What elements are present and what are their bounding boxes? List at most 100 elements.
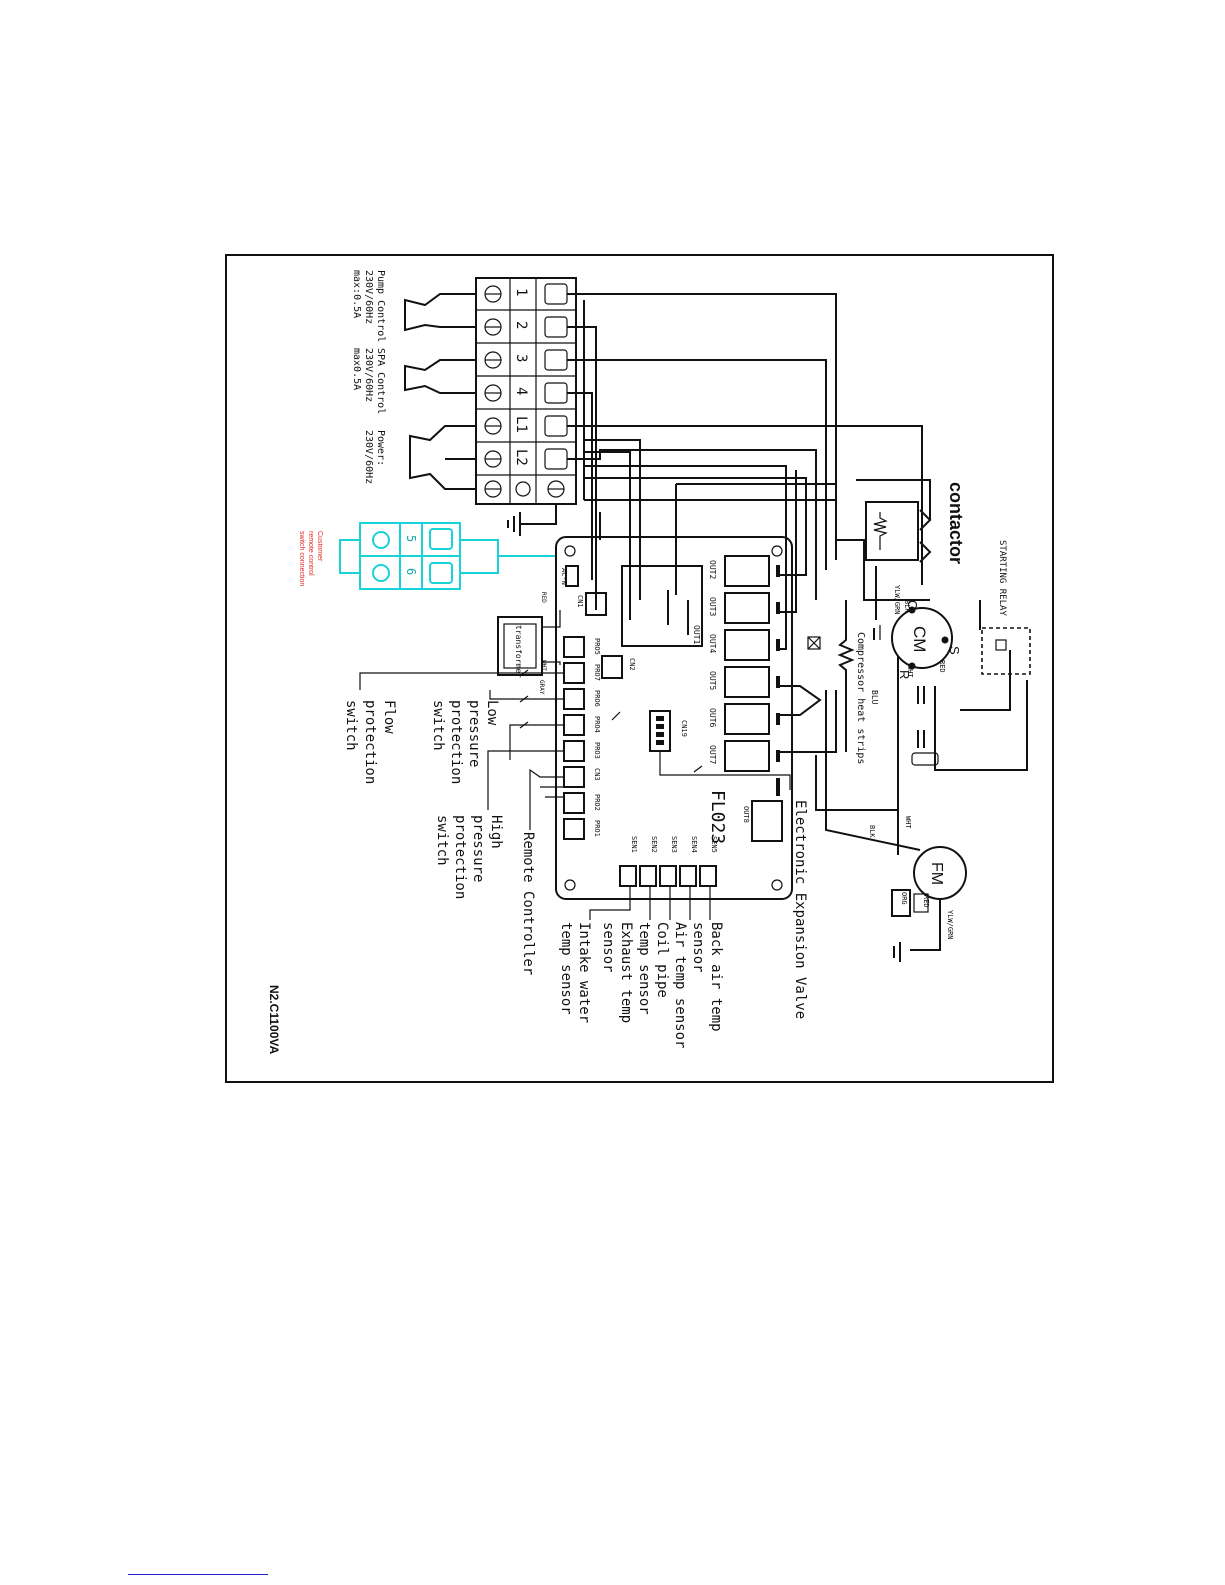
svg-text:OUT7: OUT7 [708, 745, 717, 764]
label-high-pressure-switch: High pressure protection switch [434, 815, 504, 899]
svg-text:YLW/GRN: YLW/GRN [893, 585, 901, 615]
cn19-connector: CN19 [649, 710, 791, 790]
svg-text:Customer: Customer [316, 531, 323, 562]
out8-relay: OUT8 [742, 778, 783, 842]
svg-text:High: High [488, 815, 504, 849]
svg-text:OUT4: OUT4 [708, 634, 717, 653]
svg-text:pressure: pressure [466, 700, 482, 767]
svg-text:AC-N: AC-N [560, 568, 568, 585]
svg-text:CM: CM [910, 626, 929, 652]
svg-text:pressure: pressure [470, 815, 486, 882]
svg-text:FM: FM [928, 862, 945, 885]
pro-ports: PRO5 PRO7 PRO6 PRO4 PRO3 CN3 PRO2 PRO1 [563, 636, 601, 840]
svg-text:OUT3: OUT3 [708, 597, 717, 616]
wiring [567, 293, 1028, 855]
remote-switch-note: Customer remote control switch connectio… [298, 531, 323, 586]
svg-text:Pump Control: Pump Control [375, 270, 386, 342]
svg-text:Back air temp: Back air temp [708, 922, 724, 1032]
label-remote-controller: Remote Controller [520, 832, 536, 975]
svg-text:SEN5: SEN5 [710, 836, 718, 853]
terminal-label-l2: L2 [513, 449, 529, 466]
label-intake-water-temp-sensor: Intake water temp sensor [558, 922, 592, 1023]
svg-text:STARTING RELAY: STARTING RELAY [997, 540, 1007, 616]
svg-text:remote control: remote control [307, 531, 314, 576]
capacitors [911, 686, 939, 766]
svg-text:transformer: transformer [514, 625, 523, 678]
svg-text:R: R [897, 670, 912, 679]
svg-text:YLW/GRN: YLW/GRN [946, 910, 954, 940]
external-cables [404, 293, 476, 490]
footnote-separator [128, 1574, 268, 1575]
svg-text:230V/60Hz: 230V/60Hz [363, 430, 374, 484]
svg-text:RED: RED [922, 895, 930, 908]
svg-text:BLK: BLK [868, 825, 876, 838]
svg-text:OUT6: OUT6 [708, 708, 717, 727]
terminal-label-l1: L1 [513, 416, 529, 433]
svg-text:sensor: sensor [690, 922, 706, 973]
svg-text:Coil pipe: Coil pipe [654, 922, 670, 998]
svg-text:SPA Control: SPA Control [375, 348, 386, 414]
sensor-ports: SEN1 SEN2 SEN3 SEN4 SEN5 [619, 836, 718, 887]
svg-text:Flow: Flow [381, 700, 397, 734]
wire-color-labels: BLK YLW/GRN RED BLU WHT BLK WHT ORG RED … [538, 585, 954, 940]
terminal-label-3: 3 [513, 354, 529, 362]
acn-connector: AC-N [560, 565, 579, 587]
svg-text:temp sensor: temp sensor [636, 922, 652, 1015]
svg-text:230V/60Hz: 230V/60Hz [363, 348, 374, 402]
svg-text:Low: Low [484, 700, 500, 726]
out1-block: OUT1 [621, 565, 703, 647]
svg-text:switch: switch [343, 700, 359, 751]
pump-control-label: Pump Control 230V/60Hz max:0.5A [351, 270, 386, 342]
label-air-temp-sensor: Air temp sensor [672, 922, 688, 1048]
svg-text:CN19: CN19 [680, 720, 688, 737]
svg-text:PRO6: PRO6 [593, 690, 601, 707]
svg-text:230V/60Hz: 230V/60Hz [363, 270, 374, 324]
svg-text:SEN2: SEN2 [650, 836, 658, 853]
label-exhaust-temp-sensor: Exhaust temp sensor [600, 922, 634, 1023]
svg-text:OUT8: OUT8 [742, 806, 750, 823]
svg-text:protection: protection [452, 815, 468, 899]
diagram-frame [225, 254, 1054, 1083]
svg-text:CN2: CN2 [628, 658, 636, 671]
label-compressor-heat-strips: Compressor heat strips [855, 632, 866, 764]
compressor: CM C S R [873, 600, 962, 679]
terminal-label-4: 4 [513, 387, 529, 395]
svg-text:PRO2: PRO2 [593, 794, 601, 811]
svg-text:S: S [947, 646, 962, 655]
svg-text:PRO5: PRO5 [593, 638, 601, 655]
control-board: OUT2 OUT3 OUT4 OUT5 OUT6 OUT7 OUT8 FL023… [555, 536, 793, 900]
svg-text:C: C [905, 600, 920, 609]
protection-wires [359, 669, 711, 920]
contactor: contactor [865, 482, 966, 564]
svg-text:OUT5: OUT5 [708, 671, 717, 690]
label-coil-pipe-temp-sensor: Coil pipe temp sensor [636, 922, 670, 1015]
svg-text:switch: switch [430, 700, 446, 751]
output-relays: OUT2 OUT3 OUT4 OUT5 OUT6 OUT7 [708, 555, 780, 772]
svg-text:protection: protection [448, 700, 464, 784]
svg-text:temp sensor: temp sensor [558, 922, 574, 1015]
label-back-air-temp-sensor: Back air temp sensor [690, 922, 724, 1032]
svg-text:PRO3: PRO3 [593, 742, 601, 759]
svg-text:PRO4: PRO4 [593, 716, 601, 733]
svg-text:protection: protection [362, 700, 378, 784]
svg-text:GRAY: GRAY [538, 680, 545, 695]
svg-text:Exhaust temp: Exhaust temp [618, 922, 634, 1023]
svg-text:Intake water: Intake water [576, 922, 592, 1023]
board-name: FL023 [707, 790, 728, 844]
svg-text:OUT1: OUT1 [692, 625, 701, 644]
svg-text:max0.5A: max0.5A [351, 348, 362, 390]
fan-motor: FM [891, 846, 967, 962]
svg-text:BLU: BLU [870, 690, 879, 705]
terminal-block: 1 2 3 4 L1 L2 [475, 277, 577, 505]
svg-text:ORG: ORG [900, 892, 908, 905]
svg-text:Power:: Power: [375, 430, 386, 466]
label-low-pressure-switch: Low pressure protection switch [430, 700, 500, 784]
svg-text:CN3: CN3 [593, 768, 601, 781]
svg-text:BLK: BLK [903, 600, 911, 613]
starting-relay: STARTING RELAY [981, 540, 1031, 675]
svg-text:sensor: sensor [600, 922, 616, 973]
svg-text:RED: RED [938, 660, 946, 673]
model-number: N2.C1100VA [267, 985, 281, 1054]
svg-text:5: 5 [404, 535, 418, 542]
